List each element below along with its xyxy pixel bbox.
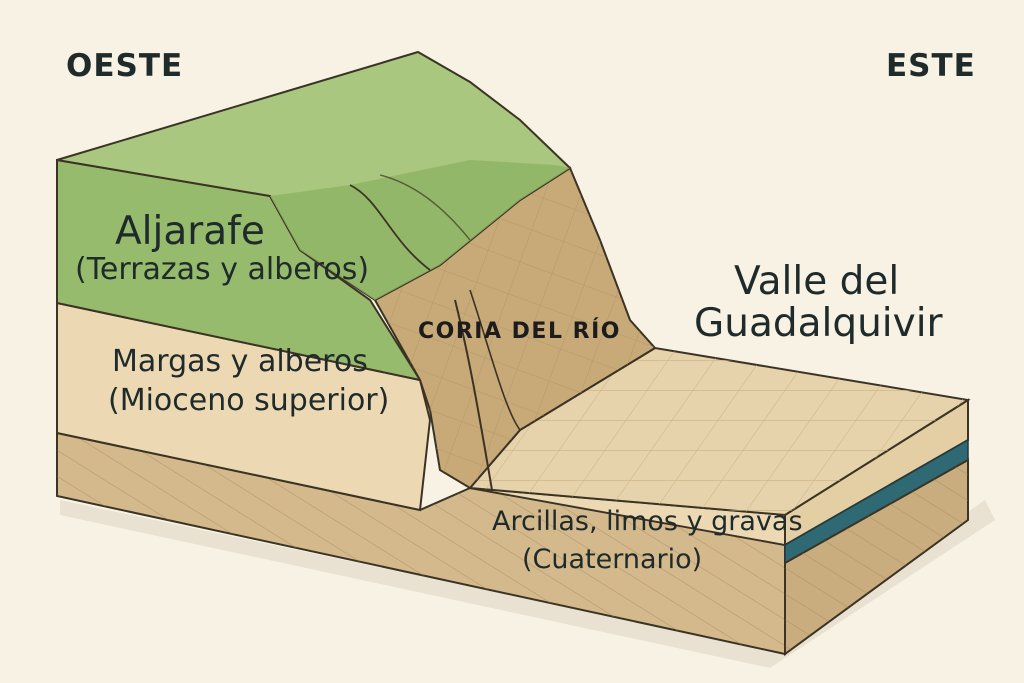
cliff-grid: [375, 168, 655, 488]
front-cuaternario-hatch: [57, 433, 785, 654]
plateau-shade: [270, 160, 570, 300]
margas-line2: (Mioceno superior): [108, 383, 390, 418]
river-channel-edge: [469, 289, 521, 431]
valle-line2: Guadalquivir: [694, 301, 943, 346]
valle-line1: Valle del: [734, 259, 900, 304]
plateau-ridge-line: [349, 184, 431, 271]
west-label: OESTE: [66, 48, 184, 84]
margas-line1: Margas y alberos: [112, 344, 368, 379]
aljarafe-subtitle: (Terrazas y alberos): [75, 252, 370, 287]
coria-del-rio-label: CORIA DEL RÍO: [418, 319, 621, 344]
east-label: ESTE: [886, 48, 976, 84]
cuaternario-line1: Arcillas, limos y gravas: [492, 506, 803, 537]
valley-floor-grid: [470, 348, 968, 515]
aljarafe-title: Aljarafe: [115, 209, 265, 254]
plateau-ridge-line-2: [379, 174, 471, 241]
side-cuaternario-hatch: [785, 460, 968, 654]
cuaternario-line2: (Cuaternario): [522, 544, 703, 575]
river-channel: [454, 299, 493, 491]
